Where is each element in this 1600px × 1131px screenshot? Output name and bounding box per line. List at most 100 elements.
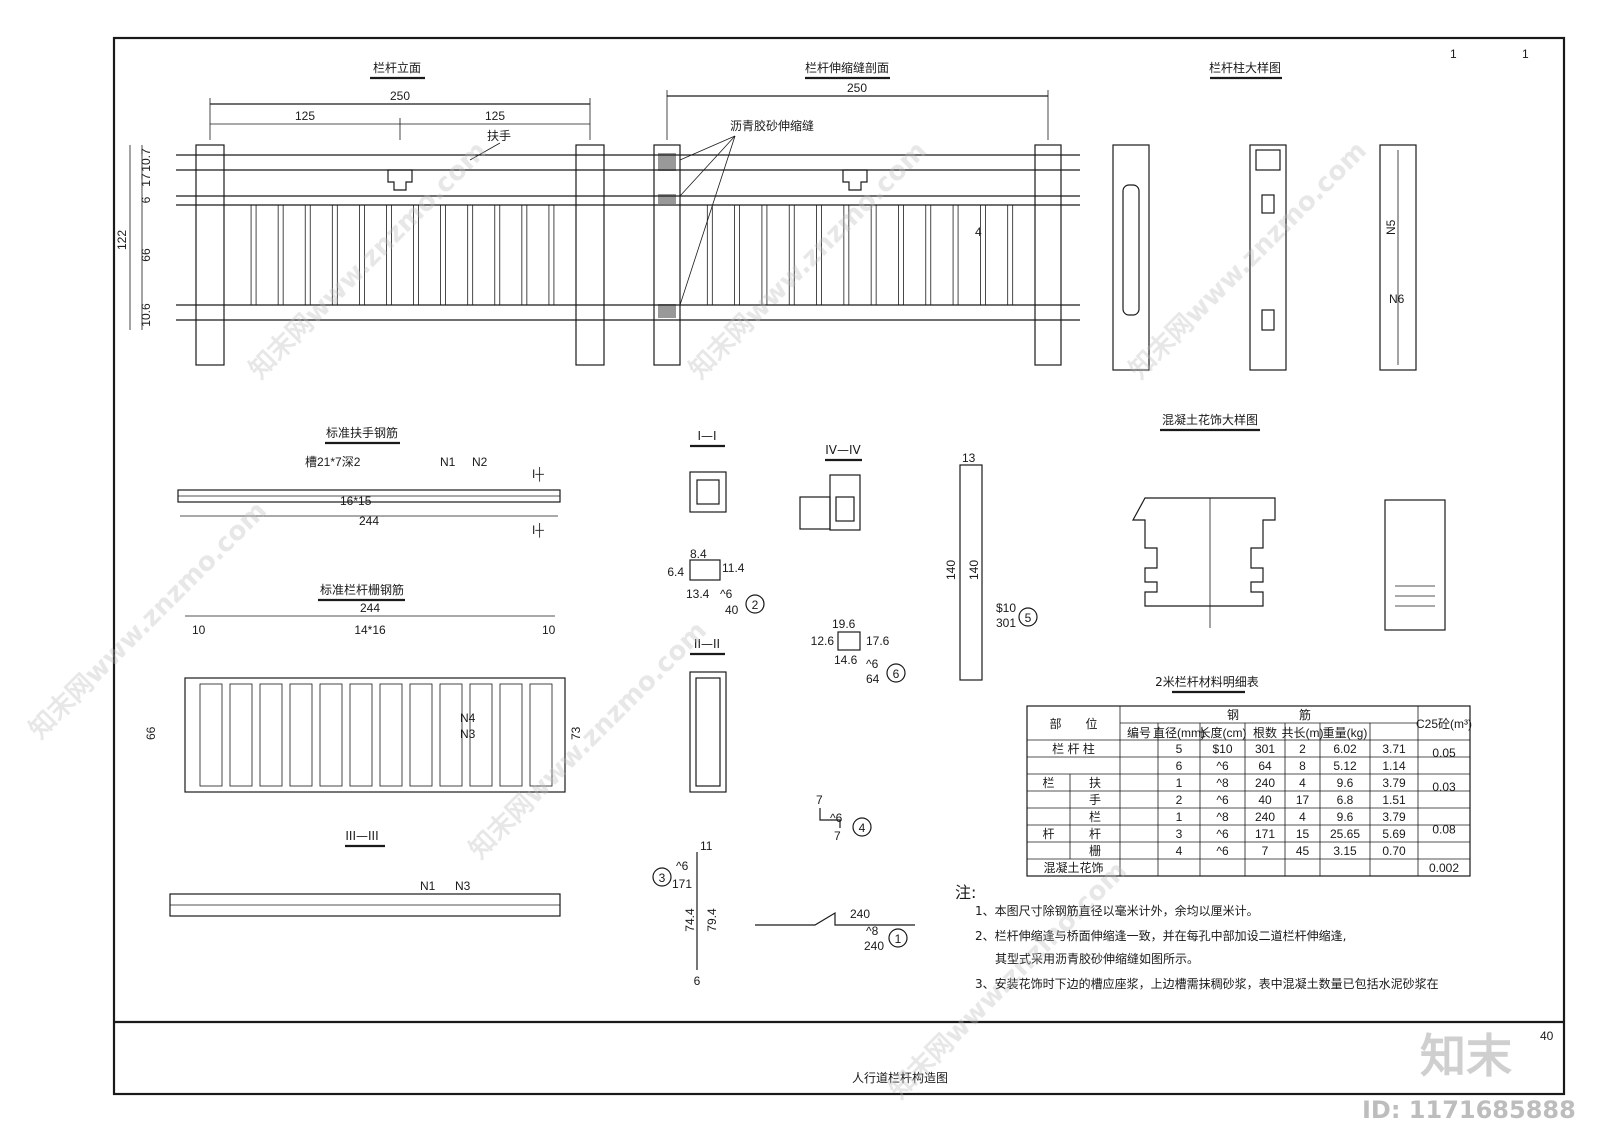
watermarks: 知末网www.znzmo.com 知末网www.znzmo.com 知末网www…	[24, 136, 1576, 1124]
rebar-2-a: 8.4	[690, 547, 707, 561]
table-cell: 4	[1299, 810, 1306, 824]
table-cell: 5	[1176, 742, 1183, 756]
page-number-a: 1	[1450, 47, 1457, 61]
table-cell: 1	[1176, 776, 1183, 790]
table-cell: 1.14	[1382, 759, 1406, 773]
fence-rebar-title: 标准栏杆栅钢筋	[320, 582, 404, 597]
table-cell-sub: 手	[1089, 793, 1101, 807]
rebar-3-a: 74.4	[683, 908, 697, 932]
rebar-6-dia: ^6	[866, 657, 879, 671]
rebar-6-no: 6	[893, 667, 900, 681]
table-cell: 301	[1255, 742, 1275, 756]
rebar-3-dia: ^6	[676, 859, 689, 873]
fence-cell	[469, 683, 493, 787]
rebar-3-no: 3	[659, 871, 666, 885]
section-1-title: I—I	[697, 429, 716, 443]
table-concrete-cell: 0.08	[1432, 823, 1456, 837]
elevation-half-b: 125	[485, 109, 505, 123]
table-cell: 3	[1176, 827, 1183, 841]
handrail-slot-label: 槽21*7深2	[305, 455, 361, 469]
table-cell-part: 杆	[1042, 827, 1054, 841]
rebar-1-no: 1	[895, 932, 902, 946]
sheet-border	[112, 36, 1566, 1096]
table-cell: 171	[1255, 827, 1275, 841]
rebar-1-dia: ^8	[866, 924, 879, 938]
watermark-brand: 知末	[1420, 1029, 1512, 1083]
section-3-title: III—III	[345, 829, 378, 843]
table-cell: 17	[1296, 793, 1310, 807]
handrail-rebar: 标准扶手钢筋 槽21*7深2 N1 N2 16*15 244 I┼ I┼	[177, 425, 561, 538]
rebar-1-len2: 240	[864, 939, 884, 953]
rebar-4-b: 7	[834, 829, 841, 843]
table-cell: 9.6	[1337, 776, 1354, 790]
dim-6: 6	[139, 196, 153, 203]
table-head-steel: 钢 筋	[1227, 707, 1311, 722]
elevation-height-total: 122	[115, 230, 129, 250]
rebar-6-len: 64	[866, 672, 880, 686]
table-cell-part: 栏 杆 柱	[1052, 741, 1095, 756]
dim-66: 66	[139, 248, 153, 262]
rebar-4-dia: ^6	[830, 811, 843, 825]
section-4-title: IV—IV	[825, 443, 861, 457]
elevation-half-a: 125	[295, 109, 315, 123]
rebar-2-b: 11.4	[722, 561, 745, 575]
dim-10-7: 10.7	[139, 148, 153, 172]
watermark-site-1: 知末网www.znzmo.com	[244, 136, 493, 385]
table-head-part: 部 位	[1049, 716, 1097, 731]
rebar-5-no: 5	[1025, 611, 1032, 625]
fence-cell	[379, 683, 403, 787]
rebar-2-len: 40	[725, 603, 739, 617]
table-title: 2米栏杆材料明细表	[1155, 674, 1259, 689]
column-n6: N6	[1389, 292, 1405, 306]
table-cell: 40	[1258, 793, 1272, 807]
fence-cell	[199, 683, 223, 787]
rebar-6-d: 14.6	[834, 653, 858, 667]
watermark-id: ID: 1171685888	[1362, 1096, 1576, 1124]
note-2a: 2、栏杆伸缩逢与桥面伸缩逢一致，并在每孔中部加设二道栏杆伸缩逢,	[975, 928, 1346, 943]
table-cell: 1.51	[1382, 793, 1406, 807]
handrail-spacing: 16*15	[340, 494, 372, 508]
table-cell: 240	[1255, 810, 1275, 824]
table-cell: 3.79	[1382, 776, 1406, 790]
table-concrete-cell: 0.03	[1432, 780, 1456, 794]
handrail-section-mark-bottom: I┼	[532, 523, 544, 538]
rebar-3-bot: 6	[694, 974, 701, 988]
rebar-3-top: 11	[700, 839, 713, 853]
table-cell: 240	[1255, 776, 1275, 790]
table-col-header: 重量(kg)	[1323, 726, 1368, 740]
flower-detail: 混凝土花饰大样图	[1131, 412, 1446, 631]
rebar-5-b: 140	[944, 560, 958, 580]
table-cell: 4	[1299, 776, 1306, 790]
table-head-concrete: C25砼(m³)	[1416, 717, 1472, 731]
table-col-header: 长度(cm)	[1199, 725, 1247, 740]
table-cell: ^8	[1216, 810, 1229, 824]
fence-rebar: 标准栏杆栅钢筋 244 14*16 10 10 66 73 N4 N3	[144, 582, 583, 793]
joint-total-dim: 250	[847, 81, 867, 95]
table-cell: 9.6	[1337, 810, 1354, 824]
fence-cell	[439, 683, 463, 787]
rebar-5-c: 140	[967, 560, 981, 580]
rebar-3: 11 ^6 171 3 74.4 79.4 6	[652, 839, 719, 988]
fence-height: 66	[144, 726, 158, 740]
table-cell: 45	[1296, 844, 1310, 858]
note-1: 1、本图尺寸除钢筋直径以毫米计外，余均以厘米计。	[975, 903, 1259, 918]
table-cell: 2	[1299, 742, 1306, 756]
fence-n4: N4	[460, 711, 476, 725]
table-cell-part: 混凝土花饰	[1043, 860, 1103, 875]
rebar-2-d: 13.4	[686, 587, 710, 601]
rebar-6-b: 12.6	[811, 634, 835, 648]
fence-height-2: 73	[569, 726, 583, 740]
table-cell-sub: 栏	[1089, 809, 1101, 824]
table-col-header: 共长(m)	[1282, 726, 1324, 740]
drawing-title: 人行道栏杆构造图	[852, 1070, 948, 1085]
sheet-number: 40	[1540, 1029, 1554, 1043]
section-4: IV—IV	[799, 443, 862, 531]
handrail-n2: N2	[472, 455, 488, 469]
column-title: 栏杆柱大样图	[1209, 60, 1281, 75]
table-cell-part: 栏	[1042, 775, 1054, 790]
watermark-site-5: 知末网www.znzmo.com	[464, 616, 713, 865]
rebar-6: 19.6 12.6 17.6 14.6 ^6 64 6	[811, 617, 906, 686]
table-col-header: 直径(mm)	[1153, 726, 1205, 740]
note-3: 3、安装花饰时下边的槽应座浆，上边槽需抹稠砂浆，表中混凝土数量已包括水泥砂浆在	[975, 976, 1439, 991]
table-cell: 5.12	[1333, 759, 1357, 773]
